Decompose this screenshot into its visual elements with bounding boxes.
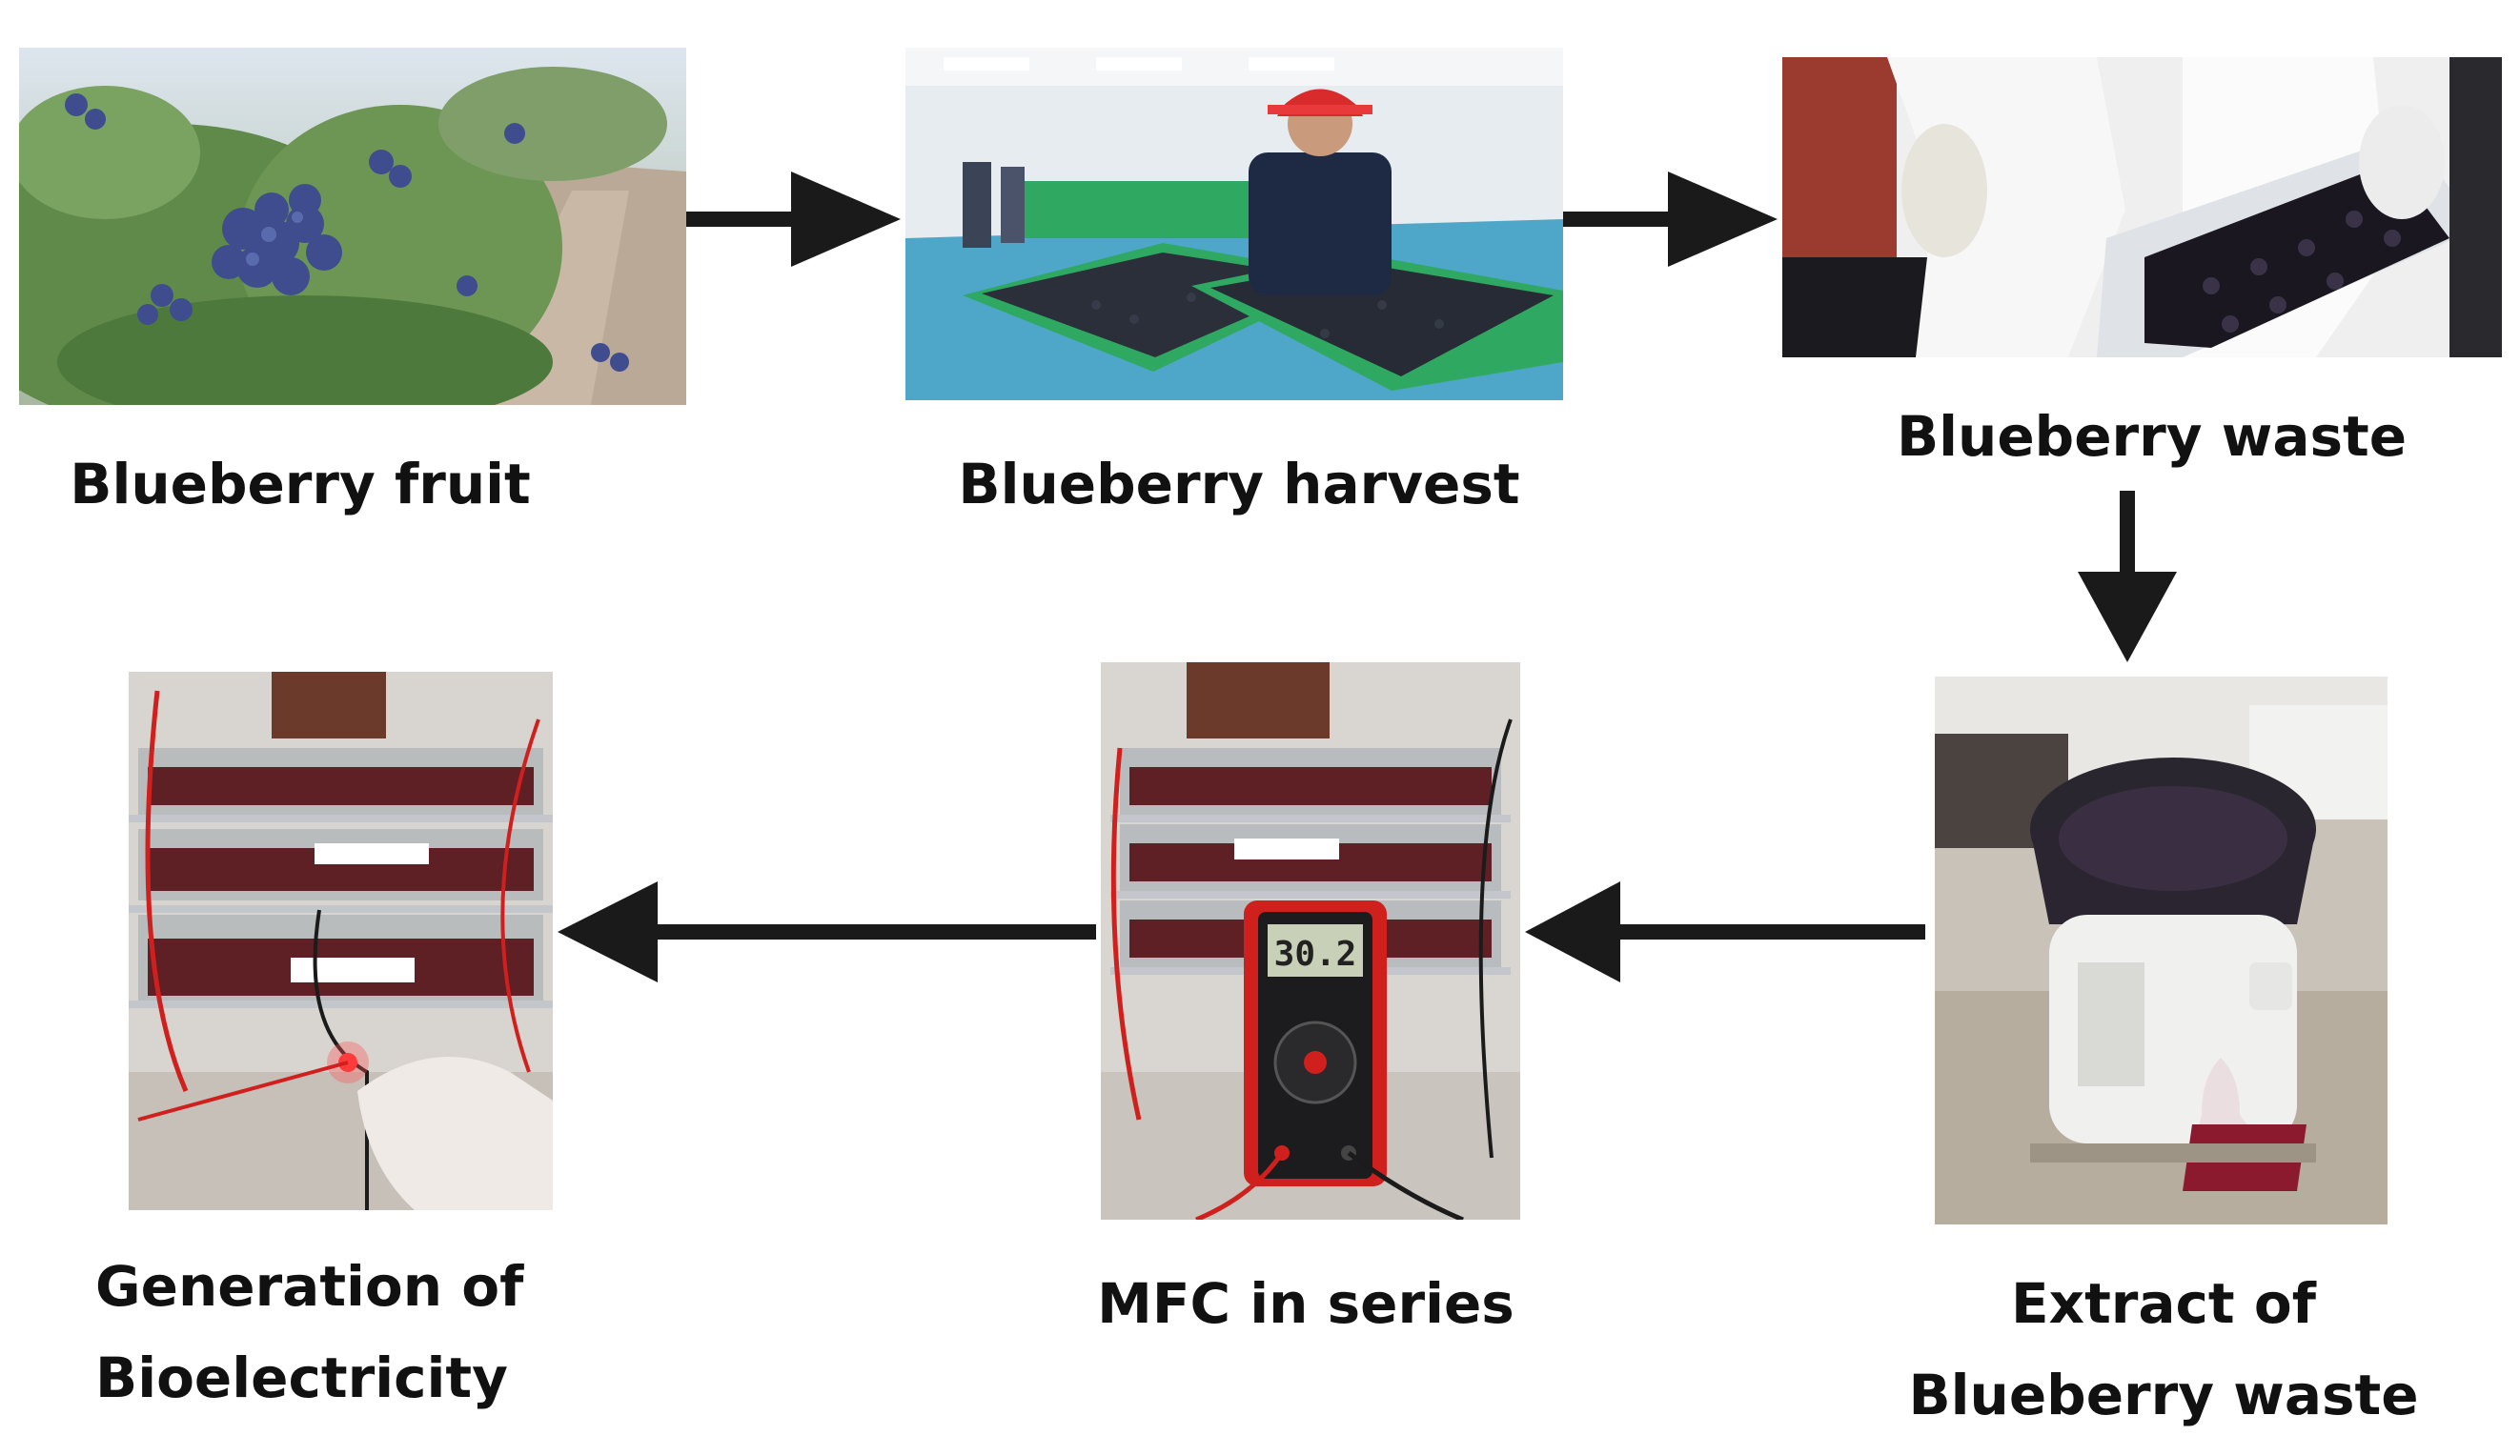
label-extract-line1: Extract of (2011, 1271, 2316, 1336)
label-blueberry-harvest: Blueberry harvest (958, 452, 1520, 516)
label-extract: Extract of Blueberry waste (1868, 1258, 2459, 1441)
multimeter-reading: 30.2 (1274, 935, 1357, 974)
bioelectricity-photo (129, 672, 553, 1210)
label-blueberry-fruit: Blueberry fruit (70, 452, 531, 516)
label-generation: Generation of Bioelectricity (95, 1241, 591, 1424)
arrow-fruit-to-harvest (686, 172, 901, 267)
arrow-extract-to-mfc (1525, 881, 1925, 982)
label-extract-line2: Blueberry waste (1908, 1363, 2419, 1427)
blueberry-harvest-photo (905, 48, 1563, 400)
mfc-series-photo: 30.2 (1101, 662, 1520, 1220)
blueberry-fruit-photo (19, 48, 686, 405)
label-mfc-series: MFC in series (1097, 1271, 1514, 1336)
arrow-harvest-to-waste (1563, 172, 1778, 267)
arrow-waste-to-extract (2078, 491, 2177, 662)
arrow-mfc-to-generation (558, 881, 1096, 982)
label-blueberry-waste: Blueberry waste (1896, 404, 2408, 469)
label-generation-line1: Generation of (95, 1254, 524, 1319)
blueberry-waste-photo (1782, 57, 2502, 357)
label-generation-line2: Bioelectricity (95, 1345, 508, 1410)
blueberry-extract-photo (1935, 677, 2388, 1224)
